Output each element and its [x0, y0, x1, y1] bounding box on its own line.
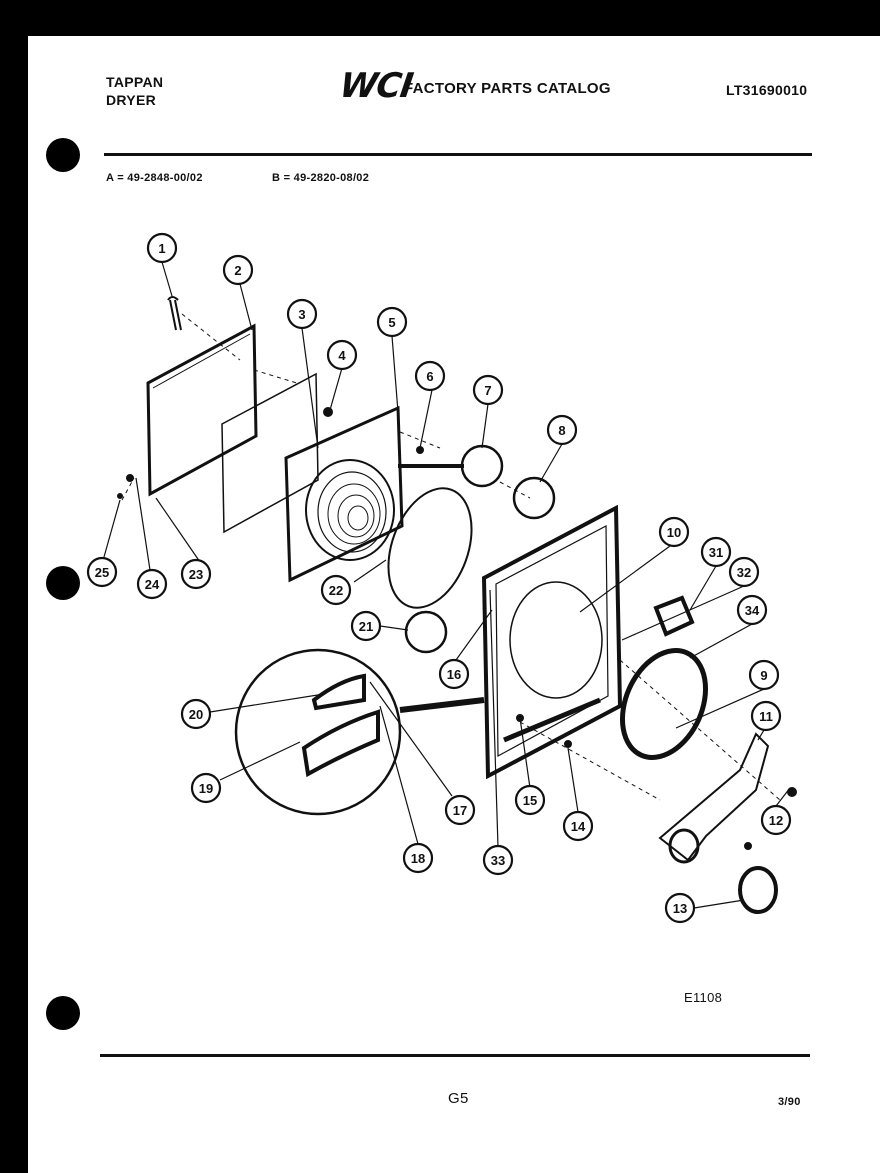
callout-15: 15: [523, 793, 537, 808]
binder-hole-middle: [46, 566, 80, 600]
callout-20: 20: [189, 707, 203, 722]
binder-hole-bottom: [46, 996, 80, 1030]
catalog-title: FACTORY PARTS CATALOG: [404, 80, 611, 97]
exploded-parts-diagram: 1 2 3 4 5 6 7 8 10 31 32 34 9 11 12 13 1…: [86, 232, 797, 924]
callout-4: 4: [338, 348, 346, 363]
callout-32: 32: [737, 565, 751, 580]
callout-24: 24: [145, 577, 160, 592]
part-31-gasket: [653, 595, 695, 637]
callout-1: 1: [158, 241, 165, 256]
callout-5: 5: [388, 315, 395, 330]
part-11-duct-housing: [658, 732, 770, 862]
callout-25: 25: [95, 565, 109, 580]
part-2-panel: [146, 323, 258, 497]
callout-16: 16: [447, 667, 461, 682]
print-date: 3/90: [778, 1096, 801, 1108]
callout-11: 11: [759, 709, 773, 724]
part-5-drum-bearing: [305, 459, 395, 561]
part-9-ring: [619, 648, 709, 760]
model-line1: TAPPAN: [106, 74, 164, 90]
callout-18: 18: [411, 851, 425, 866]
part-1-clip: [167, 296, 182, 331]
drawing-id: E1108: [684, 990, 723, 1005]
callout-34: 34: [745, 603, 760, 618]
callout-6: 6: [426, 369, 433, 384]
detail-magnifier: [234, 648, 402, 816]
version-b: B = 49-2820-08/02: [272, 172, 370, 184]
callout-2: 2: [234, 263, 241, 278]
callout-13: 13: [673, 901, 687, 916]
callout-31: 31: [709, 545, 723, 560]
binder-hole-top: [46, 138, 80, 172]
part-5-bulkhead: [284, 405, 404, 583]
part-8-detail: [512, 476, 556, 520]
page-number: G5: [448, 1090, 469, 1107]
part-33-front-bulkhead: [481, 504, 623, 780]
callout-23: 23: [189, 567, 203, 582]
model-line2: DRYER: [106, 92, 156, 108]
part-13-collar: [738, 866, 778, 914]
callout-21: 21: [359, 619, 373, 634]
callout-8: 8: [558, 423, 565, 438]
callout-7: 7: [484, 383, 491, 398]
part-21-detail: [404, 610, 448, 654]
version-a: A = 49-2848-00/02: [106, 172, 203, 184]
part-3-insulation: [221, 372, 319, 534]
callout-17: 17: [453, 803, 467, 818]
callout-22: 22: [329, 583, 343, 598]
doc-number: LT31690010: [726, 82, 808, 98]
callout-19: 19: [199, 781, 213, 796]
callout-3: 3: [298, 307, 305, 322]
catalog-page: TAPPAN DRYER WCI FACTORY PARTS CATALOG L…: [28, 36, 880, 1173]
callout-33: 33: [491, 853, 505, 868]
callout-9: 9: [760, 668, 767, 683]
callout-12: 12: [769, 813, 783, 828]
top-rule: [104, 153, 812, 156]
callout-14: 14: [571, 819, 586, 834]
callout-10: 10: [667, 525, 681, 540]
bottom-rule: [100, 1054, 810, 1057]
part-7-detail: [460, 444, 504, 488]
part-22-seal-ring: [387, 487, 473, 609]
